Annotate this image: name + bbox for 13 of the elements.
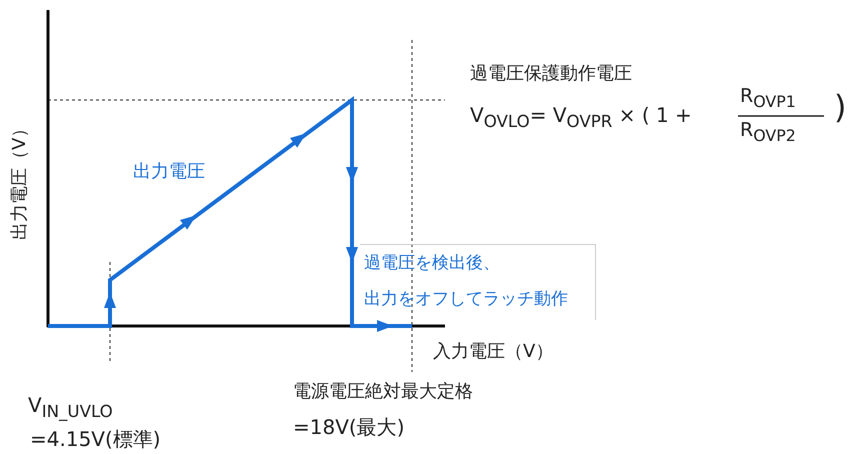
threshold-label: =4.15V(標準) xyxy=(30,428,161,450)
rating-label: =18V(最大) xyxy=(293,416,404,438)
curve-label: 出力電圧 xyxy=(133,162,205,182)
formula: V$_{OVLO}$= V$_{OVPR}$ × ( 1 + xyxy=(470,104,692,132)
threshold-label: V$_{IN_UVLO}$ xyxy=(28,394,113,422)
rating-label: 電源電圧絶対最大定格 xyxy=(293,382,473,402)
axis-title: 出力電圧（V） xyxy=(10,120,30,240)
formula: ) xyxy=(834,90,846,126)
callout-box: 過電圧を検出後、 出力をオフしてラッチ動作 xyxy=(360,244,596,320)
formula: R$_{OVP2}$ xyxy=(740,120,796,144)
formula-title: 過電圧保護動作電圧 xyxy=(470,64,632,84)
axis-title: 入力電圧（V） xyxy=(433,342,554,362)
formula: R$_{OVP1}$ xyxy=(740,86,796,110)
